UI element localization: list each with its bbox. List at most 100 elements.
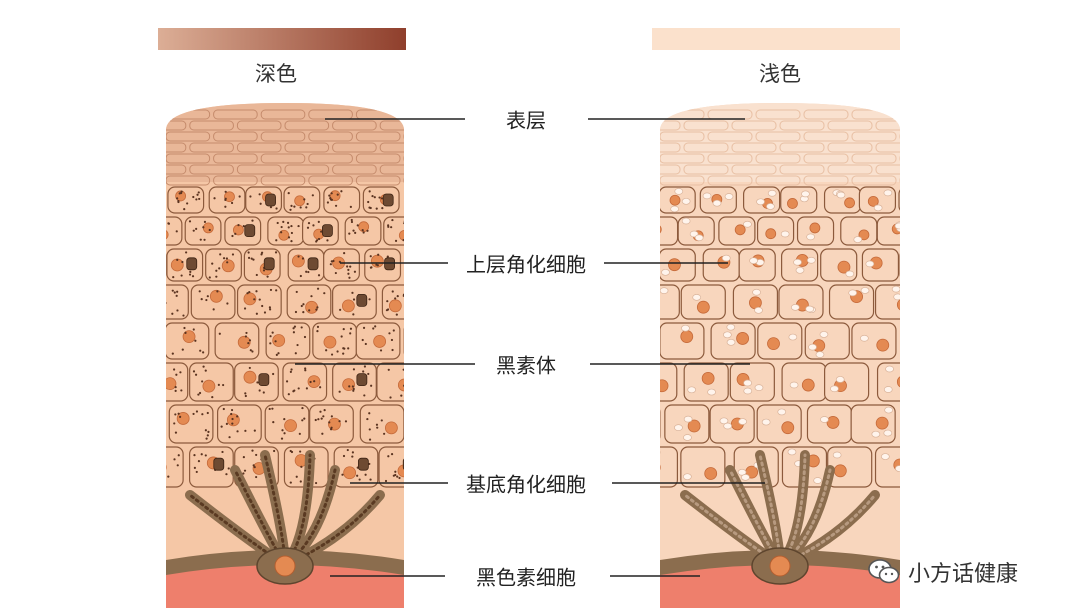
melanosome bbox=[181, 348, 184, 351]
corneum-cell bbox=[284, 120, 330, 131]
melanosome bbox=[368, 428, 371, 431]
melanosome bbox=[188, 273, 192, 276]
melanosome bbox=[201, 380, 204, 383]
melanosome bbox=[350, 218, 353, 222]
melanosome bbox=[293, 205, 296, 208]
melanosome bbox=[363, 394, 366, 397]
melanosome bbox=[253, 429, 256, 432]
nucleus bbox=[623, 414, 635, 426]
dark-skin-swatch bbox=[158, 28, 406, 50]
melanosome bbox=[251, 350, 254, 353]
melanosome bbox=[683, 415, 693, 423]
melanosome bbox=[230, 408, 234, 412]
nucleus bbox=[284, 419, 297, 433]
keratinocyte bbox=[236, 284, 282, 320]
corneum-cell bbox=[660, 142, 681, 153]
melanosome bbox=[133, 206, 135, 208]
melanosome bbox=[761, 418, 771, 426]
melanosome bbox=[394, 473, 397, 477]
melanosome bbox=[156, 235, 158, 237]
corneum-cell bbox=[403, 131, 404, 142]
melanosome bbox=[305, 270, 308, 273]
melanosome bbox=[436, 202, 438, 204]
melanosome bbox=[226, 261, 229, 264]
corneum-cell bbox=[213, 153, 258, 164]
melanosome bbox=[193, 454, 196, 457]
melanosome bbox=[221, 450, 224, 454]
melanosome bbox=[431, 391, 433, 393]
corneum-cell bbox=[707, 175, 753, 186]
melanosome bbox=[138, 416, 140, 418]
melanosome bbox=[351, 385, 355, 388]
melanosome bbox=[268, 407, 271, 411]
melanosome bbox=[217, 383, 220, 386]
melanosome bbox=[216, 290, 219, 293]
melanosome bbox=[627, 427, 635, 433]
melanosome bbox=[289, 370, 292, 373]
melanosome bbox=[231, 234, 234, 238]
melanosome bbox=[171, 289, 174, 292]
melanosome bbox=[836, 191, 846, 199]
melanosome bbox=[269, 288, 273, 292]
corneum-cell bbox=[260, 153, 306, 164]
melanosome bbox=[406, 386, 408, 388]
melanosome bbox=[151, 293, 153, 295]
nucleus bbox=[941, 455, 953, 467]
melanosome bbox=[203, 238, 206, 241]
nucleus bbox=[844, 197, 855, 209]
keratinocyte bbox=[422, 217, 458, 245]
melanosome bbox=[154, 233, 156, 235]
melanosome-cluster bbox=[402, 457, 404, 471]
melanosome bbox=[418, 418, 420, 420]
melanosome bbox=[179, 371, 182, 374]
corneum-cell bbox=[899, 109, 900, 120]
dark-skin-heading: 深色 bbox=[255, 62, 297, 86]
melanosome bbox=[256, 381, 259, 384]
keratinocyte bbox=[166, 248, 204, 282]
dendrite-granules bbox=[188, 493, 287, 567]
melanosome bbox=[171, 312, 174, 315]
melanosome bbox=[152, 377, 154, 379]
melanosome bbox=[247, 342, 250, 345]
nucleus bbox=[765, 228, 777, 240]
melanosome bbox=[218, 332, 221, 335]
corneum-cell bbox=[899, 175, 900, 186]
nucleus bbox=[933, 229, 943, 239]
nucleus bbox=[858, 229, 870, 241]
melanosome bbox=[175, 230, 178, 233]
melanosome bbox=[367, 200, 370, 204]
corneum-cell bbox=[899, 153, 900, 164]
melanosome bbox=[421, 420, 423, 422]
corneum-cell bbox=[660, 120, 681, 131]
keratinocyte bbox=[660, 404, 661, 444]
melanosome bbox=[461, 450, 463, 452]
nucleus bbox=[917, 330, 929, 342]
melanosome bbox=[155, 231, 157, 233]
corneum-cell bbox=[779, 164, 825, 175]
melanosome bbox=[290, 450, 294, 454]
melanosome bbox=[398, 476, 401, 480]
leader-lines bbox=[295, 118, 765, 577]
melanosome bbox=[383, 432, 386, 435]
nucleus bbox=[680, 330, 694, 343]
melanosome bbox=[402, 293, 404, 296]
melanosome bbox=[674, 188, 684, 195]
melanosome bbox=[853, 236, 863, 243]
melanosome bbox=[330, 192, 333, 195]
corneum-cell bbox=[403, 175, 404, 186]
melanosome bbox=[683, 434, 692, 441]
melanosome bbox=[375, 423, 379, 426]
melanosome bbox=[276, 221, 279, 225]
melanosome bbox=[446, 475, 448, 477]
melanosome bbox=[126, 337, 128, 339]
melanosome bbox=[394, 470, 397, 473]
watermark: 小方话健康 bbox=[868, 556, 1018, 588]
keratinocyte bbox=[898, 186, 900, 214]
melanosome bbox=[441, 456, 443, 458]
melanosome bbox=[183, 326, 186, 330]
melanosome bbox=[243, 307, 247, 310]
melanosome bbox=[202, 351, 205, 354]
melanosome bbox=[290, 204, 293, 207]
melanosome bbox=[307, 270, 310, 274]
melanosome bbox=[296, 343, 299, 347]
